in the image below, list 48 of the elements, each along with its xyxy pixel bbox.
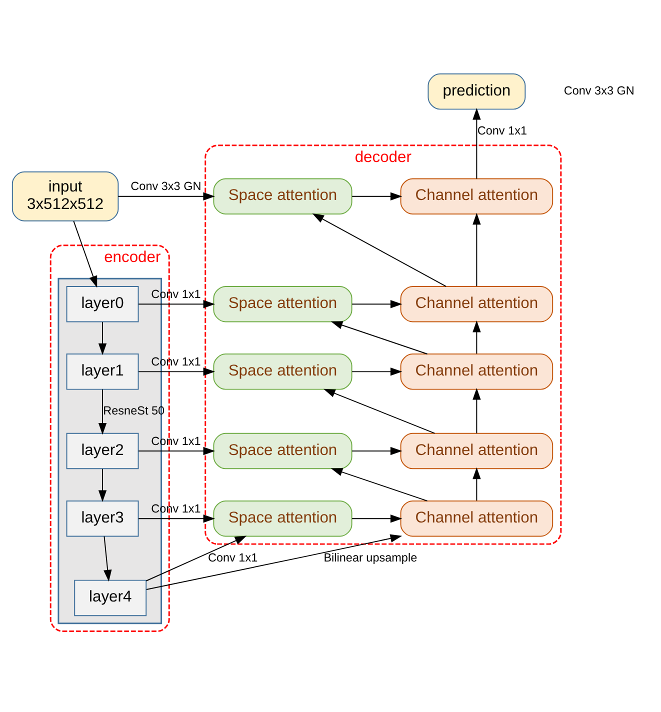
- arrow: [472, 320, 481, 354]
- node-box: layer4: [74, 579, 147, 616]
- arrow: [472, 387, 481, 434]
- node-box: layer2: [66, 432, 139, 469]
- label: Conv 3x3 GN: [564, 84, 634, 98]
- node-box: prediction: [428, 72, 526, 110]
- arrow: [323, 388, 436, 434]
- arrow: [138, 367, 216, 376]
- node-box: Channel attention: [400, 285, 554, 322]
- edge-label: Conv 1x1: [208, 550, 258, 564]
- node-box: layer1: [66, 353, 139, 390]
- arrow: [472, 212, 481, 286]
- arrow: [472, 466, 481, 501]
- arrow: [98, 468, 107, 502]
- arrow: [352, 514, 402, 522]
- arrow: [98, 320, 107, 355]
- arrow: [138, 446, 216, 455]
- node-box: Space attention: [213, 432, 352, 469]
- edge-label: Conv 3x3 GN: [130, 180, 202, 193]
- arrow: [146, 535, 247, 581]
- node-box: Channel attention: [400, 432, 554, 469]
- arrow: [138, 514, 216, 522]
- arrow: [352, 367, 402, 376]
- arrow: [352, 299, 402, 308]
- arrow: [138, 299, 216, 308]
- arrow: [118, 192, 215, 200]
- node-box: Channel attention: [400, 500, 554, 536]
- arrow: [146, 534, 402, 590]
- arrow: [312, 212, 447, 286]
- node-box: Channel attention: [400, 178, 554, 214]
- arrow: [352, 192, 402, 200]
- node-box: Space attention: [213, 353, 352, 390]
- edge-label: Conv 1x1: [477, 124, 527, 137]
- arrow: [330, 320, 428, 354]
- node-box: Channel attention: [400, 353, 554, 390]
- node-box: layer3: [66, 500, 139, 536]
- arrow: [73, 220, 98, 288]
- arrow: [330, 468, 428, 501]
- node-box: Space attention: [213, 285, 352, 322]
- arrow: [352, 446, 402, 455]
- node-box: layer0: [66, 285, 139, 322]
- edge-label: Bilinear upsample: [324, 550, 418, 564]
- arrow: [104, 535, 112, 582]
- arrow: [472, 108, 481, 179]
- arrow: [98, 388, 107, 434]
- node-box: Space attention: [213, 178, 352, 214]
- node-box: input 3x512x512: [12, 170, 119, 221]
- node-box: Space attention: [213, 500, 352, 536]
